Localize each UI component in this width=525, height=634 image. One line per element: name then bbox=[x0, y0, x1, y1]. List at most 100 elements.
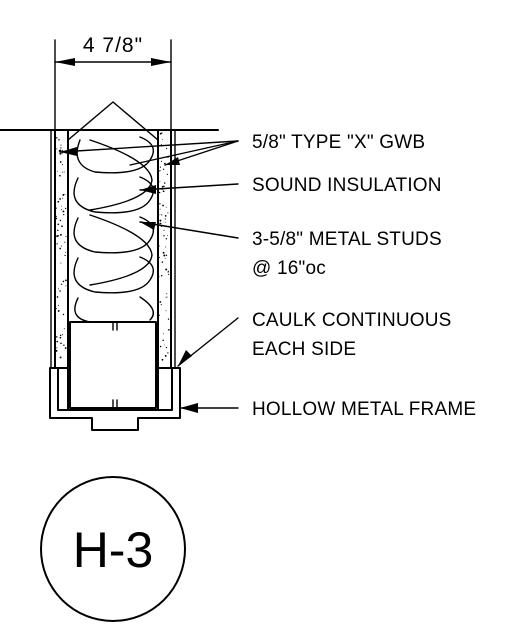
metal-stud bbox=[69, 321, 157, 409]
gwb-speck bbox=[165, 268, 168, 271]
gwb-speck bbox=[164, 218, 166, 220]
gwb-speck bbox=[163, 182, 166, 184]
gwb-speck bbox=[56, 296, 59, 298]
stud-cavity bbox=[67, 129, 159, 411]
gwb-speck bbox=[65, 235, 67, 237]
gwb-speck bbox=[59, 174, 61, 177]
gwb-speck bbox=[159, 166, 161, 168]
callout-gwb: 5/8" TYPE "X" GWB bbox=[252, 132, 425, 153]
gwb-speck bbox=[161, 185, 164, 188]
gwb-speck bbox=[64, 207, 67, 210]
gwb-speck bbox=[62, 334, 64, 336]
gwb-speck bbox=[56, 137, 58, 139]
arrow-icon bbox=[165, 157, 180, 165]
gwb-speck bbox=[159, 181, 161, 183]
gwb-speck bbox=[164, 221, 166, 223]
gwb-speck bbox=[164, 344, 166, 346]
gwb-speck bbox=[60, 283, 63, 285]
callout-caulk-line2: EACH SIDE bbox=[252, 339, 356, 360]
gwb-speck bbox=[167, 234, 169, 236]
arrow-icon bbox=[140, 185, 156, 194]
gwb-speck bbox=[62, 193, 65, 196]
gwb-speck bbox=[159, 219, 162, 222]
callout-studs-line2: @ 16"oc bbox=[252, 258, 326, 279]
gwb-speck bbox=[59, 219, 62, 222]
gwb-speck bbox=[165, 246, 167, 248]
gwb-speck bbox=[57, 170, 58, 172]
detail-tag-circle bbox=[40, 476, 186, 622]
gwb-speck bbox=[160, 160, 163, 162]
gwb-speck bbox=[165, 206, 167, 208]
detail-tag: H-3 bbox=[40, 476, 186, 622]
gwb-speck bbox=[167, 212, 169, 214]
dimension-arrow-left-icon bbox=[55, 58, 75, 66]
gwb-speck bbox=[165, 238, 168, 240]
gwb-speck bbox=[164, 215, 167, 217]
gwb-speck bbox=[162, 339, 164, 342]
hollow-metal-frame bbox=[49, 367, 181, 431]
gwb-speck bbox=[56, 347, 58, 349]
gwb-speck bbox=[57, 223, 60, 226]
gwb-speck bbox=[56, 336, 58, 338]
gwb-speck bbox=[55, 217, 58, 220]
gwb-speck bbox=[61, 152, 63, 154]
gwb-speck bbox=[159, 214, 161, 216]
gwb-speck bbox=[57, 229, 59, 232]
gwb-speck bbox=[64, 254, 66, 257]
gwb-speck bbox=[55, 307, 57, 310]
gwb-speck bbox=[163, 235, 165, 237]
gwb-speck bbox=[56, 235, 59, 238]
gwb-speck bbox=[163, 229, 165, 231]
gwb-speck bbox=[55, 215, 57, 218]
gwb-speck bbox=[55, 349, 58, 352]
gwb-speck bbox=[55, 207, 57, 209]
gwb-speck bbox=[59, 152, 62, 155]
gwb-speck bbox=[161, 138, 163, 140]
gwb-speck bbox=[59, 336, 62, 339]
gwb-speck bbox=[165, 254, 168, 257]
gwb-speck bbox=[164, 162, 166, 165]
gwb-speck bbox=[59, 334, 62, 337]
gwb-speck bbox=[57, 200, 60, 203]
gwb-speck bbox=[159, 345, 162, 348]
gwb-speck bbox=[165, 346, 168, 349]
gwb-speck bbox=[60, 205, 62, 207]
sound-insulation bbox=[67, 101, 159, 323]
gwb-speck bbox=[61, 209, 62, 211]
gwb-speck bbox=[163, 333, 165, 335]
gwb-speck bbox=[164, 354, 167, 357]
gwb-speck bbox=[65, 251, 67, 253]
gwb-speck bbox=[56, 340, 58, 343]
gwb-speck bbox=[63, 213, 65, 216]
gwb-speck bbox=[158, 191, 161, 194]
gwb-left bbox=[50, 129, 69, 369]
gwb-speck bbox=[62, 280, 64, 282]
dimension-text: 4 7/8" bbox=[83, 34, 143, 57]
gwb-speck bbox=[61, 225, 63, 228]
gwb-speck bbox=[163, 254, 166, 257]
gwb-speck bbox=[159, 132, 162, 135]
gwb-speck bbox=[159, 170, 161, 172]
callout-insulation: SOUND INSULATION bbox=[252, 175, 442, 196]
gwb-speck bbox=[60, 147, 62, 149]
gwb-speck bbox=[59, 247, 62, 250]
gwb-speck bbox=[160, 304, 162, 306]
gwb-speck bbox=[165, 147, 168, 150]
gwb-right bbox=[157, 129, 176, 369]
gwb-speck bbox=[162, 168, 165, 170]
gwb-speck bbox=[161, 358, 164, 361]
gwb-speck bbox=[159, 301, 162, 303]
arrow-icon bbox=[178, 350, 192, 366]
gwb-speck bbox=[163, 185, 165, 188]
gwb-speck bbox=[159, 208, 161, 210]
gwb-speck bbox=[62, 171, 64, 173]
gwb-speck bbox=[165, 296, 167, 298]
gwb-speck bbox=[59, 149, 62, 152]
arrow-icon bbox=[180, 403, 198, 413]
gwb-speck bbox=[166, 296, 168, 298]
gwb-speck bbox=[158, 256, 160, 259]
gwb-speck bbox=[64, 241, 66, 243]
gwb-speck bbox=[63, 171, 65, 173]
gwb-speck bbox=[161, 214, 163, 216]
gwb-speck bbox=[59, 234, 62, 236]
